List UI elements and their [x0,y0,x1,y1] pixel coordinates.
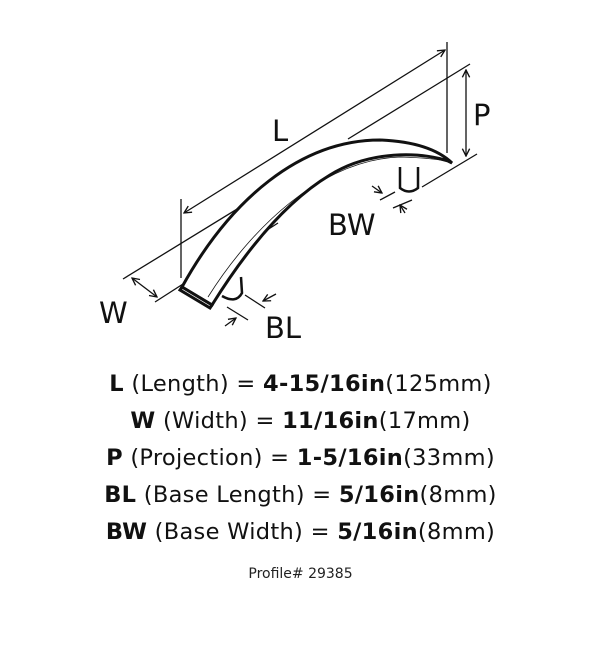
spec-row-width: W (Width) = 11/16in(17mm) [0,403,601,440]
bl-arrow-1 [263,293,277,301]
bw-extension-1 [379,191,396,201]
spec-imperial: 5/16in [338,482,420,508]
spec-row-base-width: BW (Base Width) = 5/16in(8mm) [0,514,601,551]
spec-imperial: 5/16in [337,519,418,545]
spec-key: L [109,371,124,397]
spec-metric: (33mm) [403,445,495,471]
spec-imperial: 4-15/16in [263,371,386,397]
label-l: L [272,114,288,148]
spec-metric: (125mm) [385,371,492,397]
w-dimension-line [132,278,157,297]
base-post-left [221,276,244,301]
label-p: P [473,98,491,132]
spec-name: (Base Width) = [154,519,330,545]
spec-imperial: 11/16in [282,408,379,434]
spec-row-base-length: BL (Base Length) = 5/16in(8mm) [0,477,601,514]
spec-name: (Length) = [131,371,256,397]
label-bw: BW [328,208,376,242]
label-bl: BL [265,311,301,345]
bw-arrow-2 [400,205,405,214]
base-post-right [398,167,420,193]
spec-imperial: 1-5/16in [296,445,404,471]
label-w: W [99,296,128,330]
spec-name: (Width) = [162,408,275,434]
p-extension-top [347,63,471,140]
spec-name: (Projection) = [130,445,290,471]
spec-row-projection: P (Projection) = 1-5/16in(33mm) [0,440,601,477]
spec-row-length: L (Length) = 4-15/16in(125mm) [0,366,601,403]
handle-inner-line [207,156,451,298]
spec-key: P [106,445,123,471]
spec-metric: (8mm) [417,519,496,545]
spec-key: W [130,408,156,434]
bw-arrow-1 [371,185,382,193]
p-extension-bottom [421,153,478,188]
bl-extension-1 [244,294,266,309]
spec-key: BW [105,519,148,545]
spec-metric: (8mm) [419,482,497,508]
spec-name: (Base Length) = [143,482,332,508]
dimension-specs: L (Length) = 4-15/16in(125mm) W (Width) … [0,366,601,551]
spec-key: BL [104,482,137,508]
bw-extension-2 [392,199,413,209]
bl-extension-2 [226,306,249,321]
handle-dimension-drawing: L P BW W BL [99,42,491,345]
handle-shape [177,138,454,311]
l-dimension-line [184,50,445,213]
handle-end-face [177,284,215,311]
handle-body [179,138,454,308]
profile-number: Profile# 29385 [248,566,353,582]
bl-arrow-2 [224,318,236,327]
spec-metric: (17mm) [378,408,471,434]
